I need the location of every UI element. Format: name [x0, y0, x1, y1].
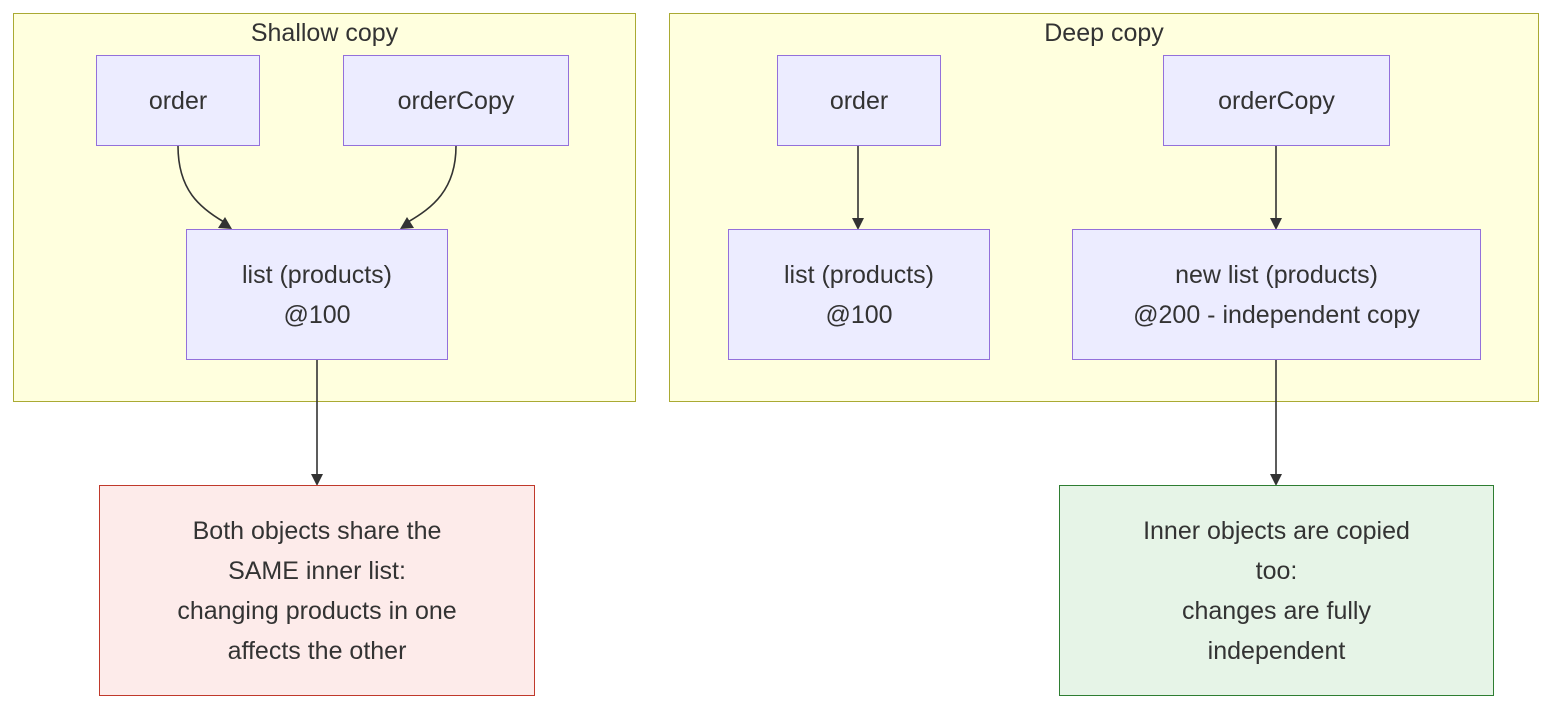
shallow-list-address: @100: [283, 300, 351, 329]
shallow-warning-note: Both objects share the SAME inner list: …: [99, 485, 535, 696]
shallow-order-label: order: [148, 86, 208, 115]
shallow-copy-title: Shallow copy: [250, 19, 399, 47]
shallow-ordercopy-label: orderCopy: [397, 86, 515, 115]
deep-new-list-address: @200 - independent copy: [1133, 300, 1420, 329]
shallow-note-line-3: changing products in one: [177, 596, 457, 625]
arrowhead-shallow-note: [311, 474, 323, 486]
deep-ordercopy-node: orderCopy: [1163, 55, 1390, 146]
shallow-note-line-2: SAME inner list:: [228, 556, 406, 585]
deep-list-address: @100: [825, 300, 893, 329]
arrowhead-shallow-ordercopy: [400, 217, 414, 229]
deep-list-node: list (products) @100: [728, 229, 990, 360]
deep-note-line-4: independent: [1207, 636, 1346, 665]
deep-ok-note: Inner objects are copied too: changes ar…: [1059, 485, 1494, 696]
deep-note-line-2: too:: [1255, 556, 1298, 585]
deep-note-line-1: Inner objects are copied: [1143, 516, 1410, 545]
shallow-note-line-4: affects the other: [227, 636, 407, 665]
deep-list-label: list (products): [783, 260, 935, 289]
shallow-note-line-1: Both objects share the: [192, 516, 442, 545]
arrowhead-deep-note: [1270, 474, 1282, 486]
shallow-order-node: order: [96, 55, 260, 146]
arrowhead-deep-ordercopy: [1270, 218, 1282, 230]
deep-order-node: order: [777, 55, 941, 146]
shallow-ordercopy-node: orderCopy: [343, 55, 569, 146]
deep-ordercopy-label: orderCopy: [1218, 86, 1335, 115]
shallow-list-node: list (products) @100: [186, 229, 448, 360]
deep-new-list-label: new list (products): [1175, 260, 1378, 289]
deep-note-line-3: changes are fully: [1181, 596, 1371, 625]
arrowhead-deep-order: [852, 218, 864, 230]
deep-order-label: order: [829, 86, 889, 115]
deep-copy-title: Deep copy: [1044, 19, 1164, 47]
arrowhead-shallow-order: [218, 217, 232, 229]
deep-new-list-node: new list (products) @200 - independent c…: [1072, 229, 1481, 360]
edge-shallow-ordercopy-to-list: [407, 145, 457, 223]
edge-shallow-order-to-list: [177, 145, 225, 223]
shallow-list-label: list (products): [241, 260, 393, 289]
